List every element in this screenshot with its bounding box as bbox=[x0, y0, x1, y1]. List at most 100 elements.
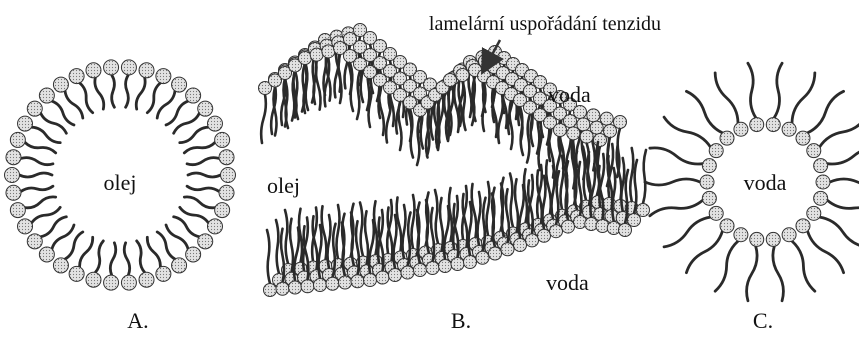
surfactant-head bbox=[139, 272, 154, 287]
surfactant-tail bbox=[403, 205, 406, 259]
surfactant-head bbox=[27, 234, 42, 249]
surfactant-tail bbox=[110, 243, 115, 275]
surfactant-head bbox=[215, 132, 230, 147]
surfactant-tail bbox=[630, 148, 633, 202]
surfactant-tail bbox=[267, 230, 270, 284]
surfactant-tail bbox=[510, 174, 513, 228]
surfactant-head bbox=[567, 127, 580, 140]
surfactant-tail bbox=[774, 63, 782, 117]
panel-a-caption: A. bbox=[127, 308, 148, 333]
surfactant-tail bbox=[501, 184, 504, 238]
surfactant-head bbox=[587, 109, 600, 122]
surfactant-tail bbox=[472, 77, 475, 126]
surfactant-head bbox=[564, 115, 577, 128]
surfactant-head bbox=[186, 88, 201, 103]
surfactant-tail bbox=[808, 91, 844, 133]
panel-b-caption: B. bbox=[451, 308, 471, 333]
surfactant-head bbox=[619, 224, 632, 237]
surfactant-tail bbox=[827, 148, 859, 164]
surfactant-tail bbox=[561, 156, 564, 210]
surfactant-tail bbox=[328, 215, 331, 269]
surfactant-head bbox=[476, 251, 489, 264]
surfactant-tail bbox=[773, 246, 783, 300]
surfactant-head bbox=[156, 266, 171, 281]
surfactant-tail bbox=[556, 171, 559, 225]
surfactant-head bbox=[86, 272, 101, 287]
surfactant-tail bbox=[643, 150, 646, 204]
surfactant-tail bbox=[41, 113, 67, 133]
surfactant-tail bbox=[715, 73, 738, 123]
surfactant-tail bbox=[408, 213, 411, 267]
surfactant-head bbox=[69, 266, 84, 281]
surfactant-tail bbox=[166, 101, 188, 125]
surfactant-head bbox=[198, 101, 213, 116]
surfactant-tail bbox=[715, 241, 738, 291]
panel-b-water-top: voda bbox=[548, 82, 591, 107]
surfactant-tail bbox=[412, 195, 415, 249]
surfactant-head bbox=[464, 256, 477, 269]
surfactant-head bbox=[604, 125, 617, 138]
surfactant-head bbox=[562, 220, 575, 233]
surfactant-head bbox=[538, 229, 551, 242]
surfactant-tail bbox=[463, 82, 466, 131]
surfactant-head bbox=[734, 228, 748, 242]
surfactant-tail bbox=[686, 91, 722, 133]
surfactant-head bbox=[172, 77, 187, 92]
surfactant-head bbox=[456, 69, 469, 82]
surfactant-tail bbox=[664, 117, 710, 147]
surfactant-head bbox=[451, 258, 464, 271]
surfactant-tail bbox=[32, 207, 61, 222]
surfactant-tail bbox=[137, 241, 145, 273]
surfactant-tail bbox=[664, 217, 710, 247]
surfactant-head bbox=[207, 116, 222, 131]
surfactant-tail bbox=[285, 80, 288, 129]
surfactant-tail bbox=[342, 223, 345, 277]
surfactant-head bbox=[27, 101, 42, 116]
surfactant-head bbox=[750, 232, 764, 246]
surfactant-tail bbox=[337, 205, 340, 259]
surfactant-tail bbox=[650, 148, 703, 164]
surfactant-tail bbox=[21, 158, 53, 165]
surfactant-head bbox=[782, 122, 796, 136]
surfactant-head bbox=[709, 206, 723, 220]
surfactant-tail bbox=[546, 160, 551, 214]
surfactant-head bbox=[750, 118, 764, 132]
surfactant-tail bbox=[166, 225, 188, 249]
surfactant-head bbox=[816, 175, 830, 189]
surfactant-tail bbox=[147, 83, 160, 113]
surfactant-tail bbox=[147, 237, 160, 267]
surfactant-head bbox=[709, 144, 723, 158]
surfactant-head bbox=[69, 69, 84, 84]
surfactant-tail bbox=[285, 210, 288, 264]
surfactant-head bbox=[339, 276, 352, 289]
surfactant-head bbox=[614, 116, 627, 129]
surfactant-tail bbox=[184, 142, 215, 153]
surfactant-tail bbox=[126, 75, 129, 107]
surfactant-tail bbox=[52, 101, 74, 125]
surfactant-tail bbox=[650, 200, 703, 215]
surfactant-head bbox=[121, 275, 136, 290]
surfactant-head bbox=[580, 130, 593, 143]
surfactant-head bbox=[796, 131, 810, 145]
surfactant-head bbox=[550, 225, 563, 238]
surfactant-head bbox=[121, 60, 136, 75]
surfactant-tail bbox=[184, 197, 215, 208]
surfactant-head bbox=[702, 191, 716, 205]
surfactant-head bbox=[734, 122, 748, 136]
surfactant-head bbox=[39, 247, 54, 262]
surfactant-tail bbox=[174, 113, 200, 133]
surfactant-head bbox=[326, 277, 339, 290]
surfactant-head bbox=[198, 234, 213, 249]
surfactant-head bbox=[389, 269, 402, 282]
panel-b-annotation: lamelární uspořádání tenzidu bbox=[429, 13, 661, 35]
surfactant-head bbox=[18, 219, 33, 234]
surfactant-head bbox=[219, 150, 234, 165]
surfactant-tail bbox=[52, 225, 74, 249]
surfactant-tail bbox=[188, 173, 221, 177]
surfactant-head bbox=[554, 124, 567, 137]
surfactant-tail bbox=[426, 200, 429, 254]
surfactant-head bbox=[299, 52, 312, 65]
surfactant-tail bbox=[174, 217, 200, 237]
surfactant-tail bbox=[583, 147, 586, 201]
surfactant-head bbox=[444, 74, 457, 87]
